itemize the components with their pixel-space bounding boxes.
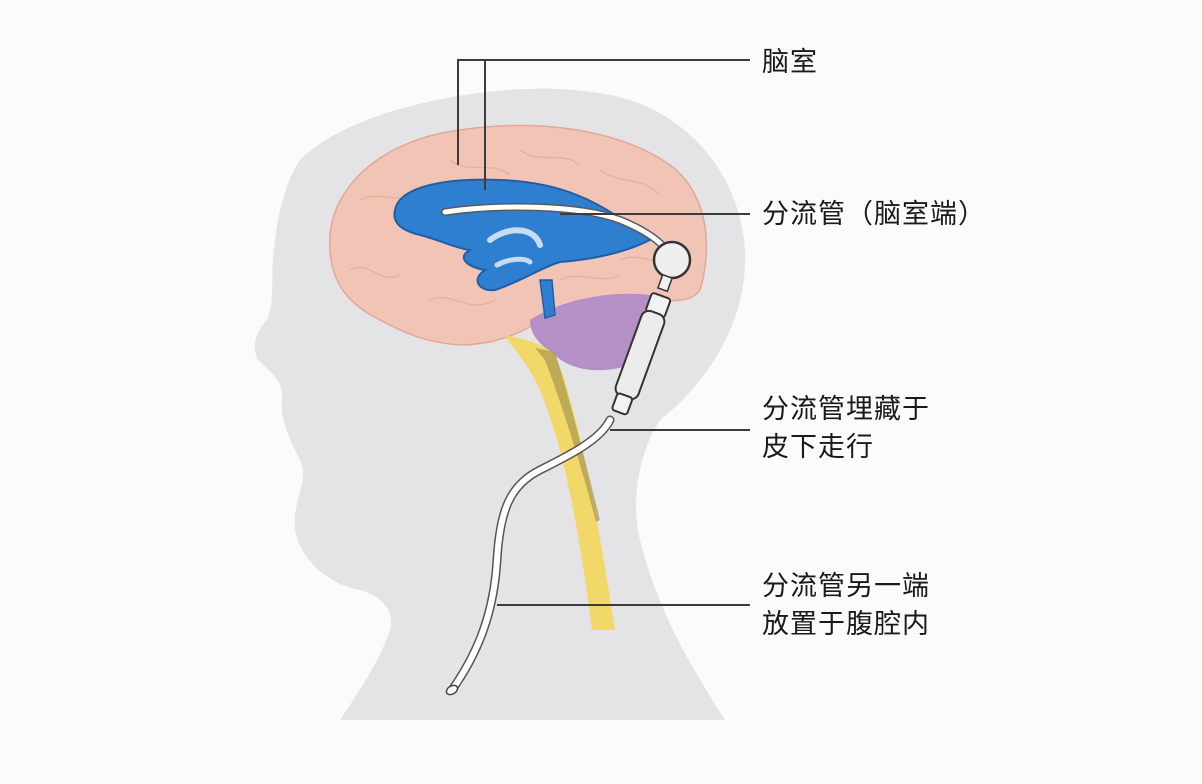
spinal-core: [535, 348, 600, 522]
catheter-tip: [445, 684, 459, 696]
label-line: 分流管埋藏于: [762, 394, 930, 425]
shunt-connector: [656, 273, 674, 293]
leader-ventricle: [457, 59, 750, 165]
ventricle-inner-arc: [487, 227, 543, 248]
label-shunt-ventricular-end: 分流管（脑室端）: [762, 196, 986, 234]
label-line: 分流管另一端: [762, 571, 930, 602]
label-line: 脑室: [762, 47, 818, 78]
cerebellum: [530, 293, 657, 371]
label-line: 放置于腹腔内: [762, 609, 930, 640]
spinal-cord: [505, 335, 615, 630]
shunt-valve: [652, 240, 692, 280]
label-line: 皮下走行: [762, 432, 874, 463]
shunt-pump: [611, 292, 672, 416]
label-shunt-subcutaneous: 分流管埋藏于 皮下走行: [762, 391, 930, 467]
label-shunt-peritoneal-end: 分流管另一端 放置于腹腔内: [762, 568, 930, 644]
ventricle-inner-arc-2: [494, 256, 533, 268]
label-ventricle: 脑室: [762, 44, 818, 82]
leader-lines: [457, 59, 750, 606]
ventricle-stem: [539, 279, 556, 319]
label-line: 分流管（脑室端）: [762, 199, 986, 230]
